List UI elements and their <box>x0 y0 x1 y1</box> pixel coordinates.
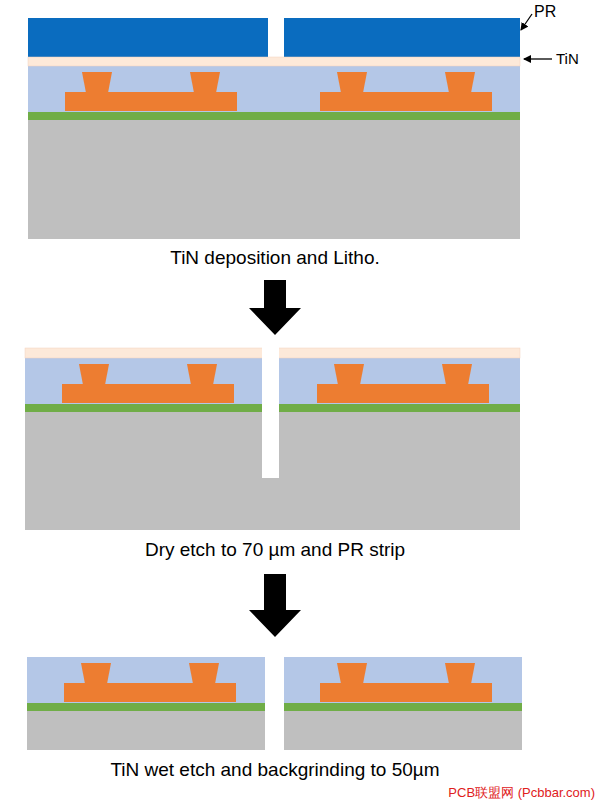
layer-label: TiN <box>556 50 579 67</box>
metal-via <box>82 72 112 93</box>
metal-pad <box>317 384 489 403</box>
bond-layer <box>284 703 522 711</box>
metal-via <box>190 72 220 93</box>
metal-pad <box>320 92 492 111</box>
layer-label: PR <box>534 3 556 21</box>
metal-via <box>445 663 475 684</box>
step-caption: Dry etch to 70 µm and PR strip <box>145 539 405 561</box>
metal-via <box>189 663 219 684</box>
silicon-substrate <box>28 120 520 239</box>
metal-via <box>442 364 472 385</box>
bond-layer <box>28 112 520 120</box>
metal-via <box>187 364 217 385</box>
photoresist <box>28 18 268 57</box>
step-caption: TiN deposition and Litho. <box>170 247 379 269</box>
leader-arrow <box>521 14 532 30</box>
bond-layer <box>27 703 265 711</box>
metal-via <box>334 364 364 385</box>
metal-pad <box>64 683 236 702</box>
metal-pad <box>62 384 234 403</box>
metal-via <box>337 663 367 684</box>
dicing-trench <box>262 347 279 478</box>
silicon-substrate <box>284 711 522 750</box>
tin-layer <box>28 57 520 66</box>
flow-arrow <box>249 280 301 335</box>
metal-pad <box>65 92 237 111</box>
dielectric-layer <box>27 657 265 703</box>
step-caption: TiN wet etch and backgrinding to 50µm <box>110 759 439 781</box>
metal-via <box>445 72 475 93</box>
metal-via <box>81 663 111 684</box>
photoresist <box>284 18 520 57</box>
dielectric-layer <box>28 66 520 112</box>
leader-arrow <box>524 58 552 59</box>
flow-arrow <box>249 574 301 637</box>
metal-via <box>79 364 109 385</box>
silicon-substrate <box>27 711 265 750</box>
watermark: PCB联盟网 (Pcbbar.com) <box>448 784 595 801</box>
metal-via <box>337 72 367 93</box>
metal-pad <box>320 683 492 702</box>
dielectric-layer <box>284 657 522 703</box>
